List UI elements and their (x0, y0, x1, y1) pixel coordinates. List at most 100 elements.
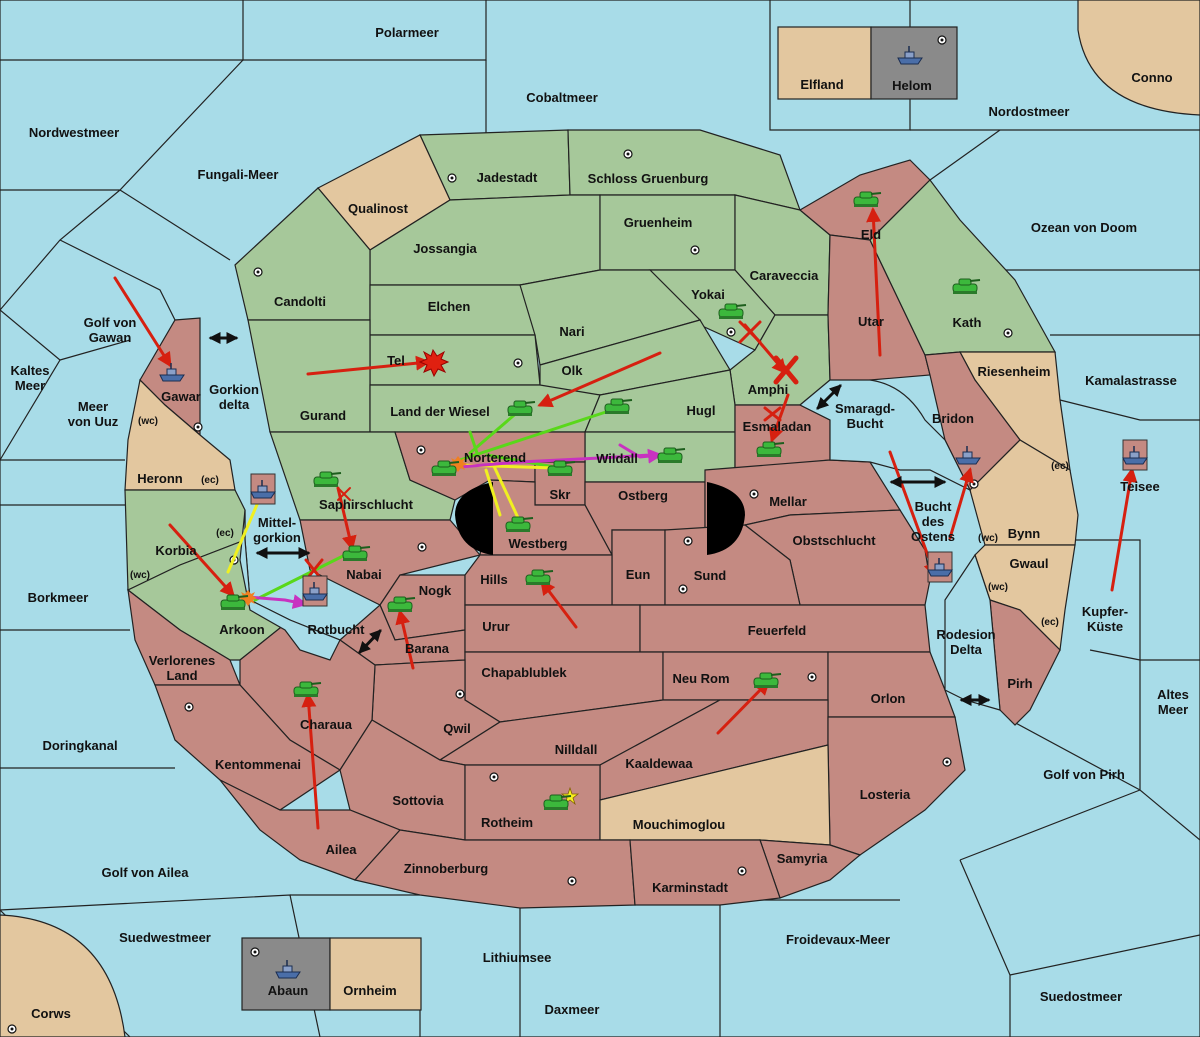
label-mittelgorkion: Mittel-gorkion (253, 515, 301, 545)
label-amphi: Amphi (748, 382, 788, 397)
army-norterend-tank-icon[interactable] (431, 460, 460, 476)
label-norterend: Norterend (464, 450, 526, 465)
label-rotheim: Rotheim (481, 815, 533, 830)
label-bridon: Bridon (932, 411, 974, 426)
region-corws[interactable] (0, 914, 126, 1037)
label-yokai: Yokai (691, 287, 725, 302)
label-helom: Helom (892, 78, 932, 93)
label-elfland: Elfland (800, 77, 843, 92)
inner-inlets (239, 379, 1001, 711)
convoy-orders (246, 443, 663, 610)
label-kentommenai: Kentommenai (215, 757, 301, 772)
fleet-gawar-ship-icon[interactable] (159, 363, 185, 382)
army-westberg-tank-icon[interactable] (505, 516, 534, 532)
label-cobaltmeer: Cobaltmeer (526, 90, 598, 105)
label-kaaldewaa: Kaaldewaa (625, 756, 693, 771)
label-neu-rom: Neu Rom (672, 671, 729, 686)
label-wildall: Wildall (596, 451, 638, 466)
fleet-bucht-ostens-ship-icon[interactable] (927, 551, 953, 583)
fleet-mittelgorkion-ship-icon[interactable] (250, 473, 276, 505)
labels: Polarmeer Cobaltmeer Nordwestmeer Fungal… (10, 25, 1188, 1021)
support-orders-yellow (226, 460, 557, 574)
army-nogk-tank-icon[interactable] (387, 596, 416, 612)
region-elfland[interactable] (777, 26, 872, 100)
label-abaun: Abaun (268, 983, 309, 998)
label-ailea: Ailea (325, 842, 357, 857)
label-orlon: Orlon (871, 691, 906, 706)
label-heronn: Heronn (137, 471, 183, 486)
label-skr: Skr (550, 487, 571, 502)
label-saphir: Saphirschlucht (319, 497, 414, 512)
inlet-smaragd-bucht[interactable] (798, 379, 972, 492)
fleet-abaun-ship-icon[interactable] (275, 960, 301, 979)
fleet-bridon-ship-icon[interactable] (955, 446, 981, 465)
army-hugl-tank-icon[interactable] (604, 398, 633, 414)
army-arkoon-tank-icon[interactable] (220, 594, 249, 610)
label-conno: Conno (1131, 70, 1172, 85)
region-kentommenai[interactable] (154, 684, 342, 811)
army-land-wiesel-tank-icon[interactable] (507, 400, 536, 416)
fleet-helom-ship-icon[interactable] (897, 46, 923, 65)
center-void-east (707, 482, 745, 555)
army-wildall-tank-icon[interactable] (657, 447, 686, 463)
coast-tag-gwaul-wc: (wc) (988, 582, 1008, 593)
label-gawar: Gawar (161, 389, 201, 404)
label-gwaul: Gwaul (1009, 556, 1048, 571)
coast-tag-korbia-ec: (ec) (216, 528, 234, 539)
label-utar: Utar (858, 314, 884, 329)
coast-tag-gwaul-ec: (ec) (1041, 617, 1059, 628)
label-arkoon: Arkoon (219, 622, 265, 637)
label-nogk: Nogk (419, 583, 452, 598)
army-charaua-tank-icon[interactable] (293, 681, 322, 697)
army-nabai-tank-icon[interactable] (342, 545, 371, 561)
label-riesenheim: Riesenheim (978, 364, 1051, 379)
label-golf-ailea: Golf von Ailea (102, 865, 190, 880)
region-heronn[interactable] (124, 378, 236, 491)
label-golf-pirh: Golf von Pirh (1043, 767, 1125, 782)
army-neu-rom-tank-icon[interactable] (753, 672, 782, 688)
region-conno[interactable] (1077, 0, 1200, 116)
label-qualinost: Qualinost (348, 201, 409, 216)
label-daxmeer: Daxmeer (545, 1002, 600, 1017)
label-fungali: Fungali-Meer (198, 167, 279, 182)
label-froidevaux: Froidevaux-Meer (786, 932, 890, 947)
army-saphirschlucht-tank-icon[interactable] (313, 471, 342, 487)
army-skr-tank-icon[interactable] (547, 460, 576, 476)
region-gruenheim[interactable] (599, 194, 736, 271)
label-borkmeer: Borkmeer (28, 590, 89, 605)
fleet-rotbucht-ship-icon[interactable] (302, 575, 328, 607)
army-yokai-tank-icon[interactable] (718, 303, 747, 319)
army-hills-tank-icon[interactable] (525, 569, 554, 585)
fleet-teisee-ship-icon[interactable] (1122, 439, 1148, 471)
label-lithiumsee: Lithiumsee (483, 950, 552, 965)
army-esmaladan-tank-icon[interactable] (756, 441, 785, 457)
label-suedwestmeer: Suedwestmeer (119, 930, 211, 945)
label-doringkanal: Doringkanal (42, 738, 117, 753)
label-samyria: Samyria (777, 851, 828, 866)
label-mouchimoglou: Mouchimoglou (633, 817, 725, 832)
label-nari: Nari (559, 324, 584, 339)
label-karminstadt: Karminstadt (652, 880, 729, 895)
region-ornheim[interactable] (329, 937, 422, 1011)
label-eld: Eld (861, 227, 881, 242)
army-eld-tank-icon[interactable] (853, 191, 882, 207)
label-teisee: Teisee (1120, 479, 1160, 494)
army-rotheim-tank-icon[interactable] (543, 794, 572, 810)
region-karminstadt[interactable] (629, 839, 781, 906)
label-hugl: Hugl (687, 403, 716, 418)
army-kath-tank-icon[interactable] (952, 278, 981, 294)
battle-burst-icon (418, 348, 450, 378)
adjacency-arrows (208, 332, 991, 706)
label-kamalastrasse: Kamalastrasse (1085, 373, 1177, 388)
inlet-rodesion-delta[interactable] (944, 553, 1001, 711)
coast-tag-korbia-wc: (wc) (130, 570, 150, 581)
label-kupfer: Kupfer-Küste (1082, 604, 1128, 634)
label-ozean: Ozean von Doom (1031, 220, 1137, 235)
